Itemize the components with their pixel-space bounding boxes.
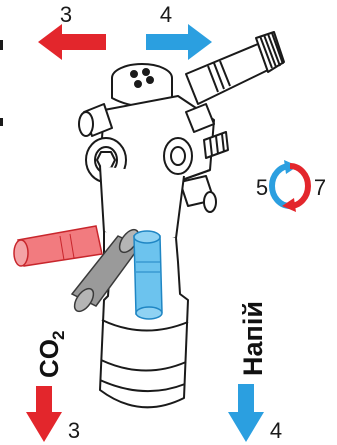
red-arrow-down-icon <box>26 386 62 442</box>
drink-bottom-number: 4 <box>270 418 282 443</box>
blue-arrow-number: 4 <box>160 2 172 27</box>
red-arrow-left-icon <box>38 24 106 60</box>
drink-label: Напій <box>238 301 268 376</box>
red-arrow-number: 3 <box>60 2 72 27</box>
blue-arrow-down-icon <box>228 384 264 442</box>
rotation-right-number: 7 <box>314 175 326 200</box>
co2-bottom-number: 3 <box>68 418 80 443</box>
co2-label-group: CO 2 <box>34 331 68 378</box>
rotation-arrows-icon <box>272 160 308 212</box>
co2-subscript: 2 <box>49 331 68 340</box>
drink-label-group: Напій <box>238 301 268 376</box>
edge-mark <box>0 40 3 50</box>
blue-arrow-right-icon <box>146 24 212 60</box>
red-tube <box>14 226 102 266</box>
co2-label: CO <box>34 339 64 378</box>
edge-mark-lower <box>0 118 3 126</box>
rotation-left-number: 5 <box>256 175 268 200</box>
blue-tube <box>134 231 162 319</box>
